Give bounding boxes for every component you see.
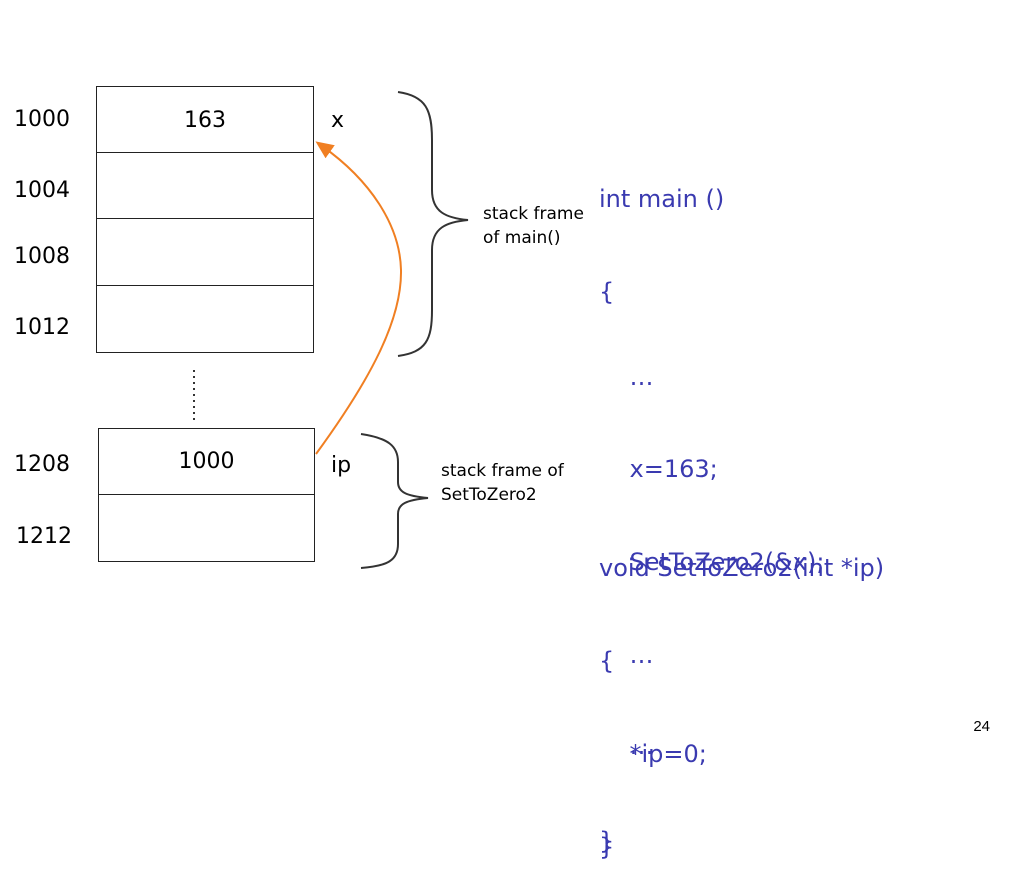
func-frame-label-line: stack frame of (441, 461, 564, 481)
code-line: { (599, 647, 615, 675)
address-1208: 1208 (14, 452, 70, 477)
code-line: x=163; (599, 455, 718, 483)
address-1008: 1008 (14, 244, 70, 269)
code-line: } (599, 833, 615, 861)
memory-cell (96, 152, 314, 220)
code-line: … (599, 363, 654, 391)
variable-name-ip: ip (331, 453, 352, 478)
code-line: *ip=0; (599, 740, 707, 768)
main-frame-label-line: of main() (483, 228, 561, 248)
code-line: void SetToZero2(int *ip) (599, 554, 885, 582)
address-1000: 1000 (14, 107, 70, 132)
address-1212: 1212 (16, 524, 72, 549)
pointer-arrow (315, 141, 403, 455)
main-frame-label: stack frame of main() (483, 202, 584, 250)
main-frame-label-line: stack frame (483, 204, 584, 224)
memory-cell (96, 285, 314, 353)
code-line: { (599, 278, 615, 306)
func-frame-label-line: SetToZero2 (441, 485, 537, 505)
address-1012: 1012 (14, 315, 70, 340)
memory-cell (98, 494, 315, 562)
main-frame-brace (397, 91, 469, 357)
code-line: … (599, 732, 654, 760)
memory-cell (96, 218, 314, 286)
code-line: int main () (599, 185, 725, 213)
func-frame-label: stack frame of SetToZero2 (441, 459, 564, 507)
memory-cell-x: 163 (96, 86, 314, 154)
func-frame-brace (360, 433, 429, 569)
variable-name-x: x (331, 108, 345, 133)
address-1004: 1004 (14, 178, 70, 203)
code-line: … (599, 641, 654, 669)
memory-cell-ip: 1000 (98, 428, 315, 496)
diagram-overlay (193, 91, 469, 569)
code-settozero2: void SetToZero2(int *ip) { *ip=0; } (599, 491, 884, 894)
code-line: SetToZero2(&x); (599, 548, 825, 576)
page-number: 24 (973, 718, 990, 735)
